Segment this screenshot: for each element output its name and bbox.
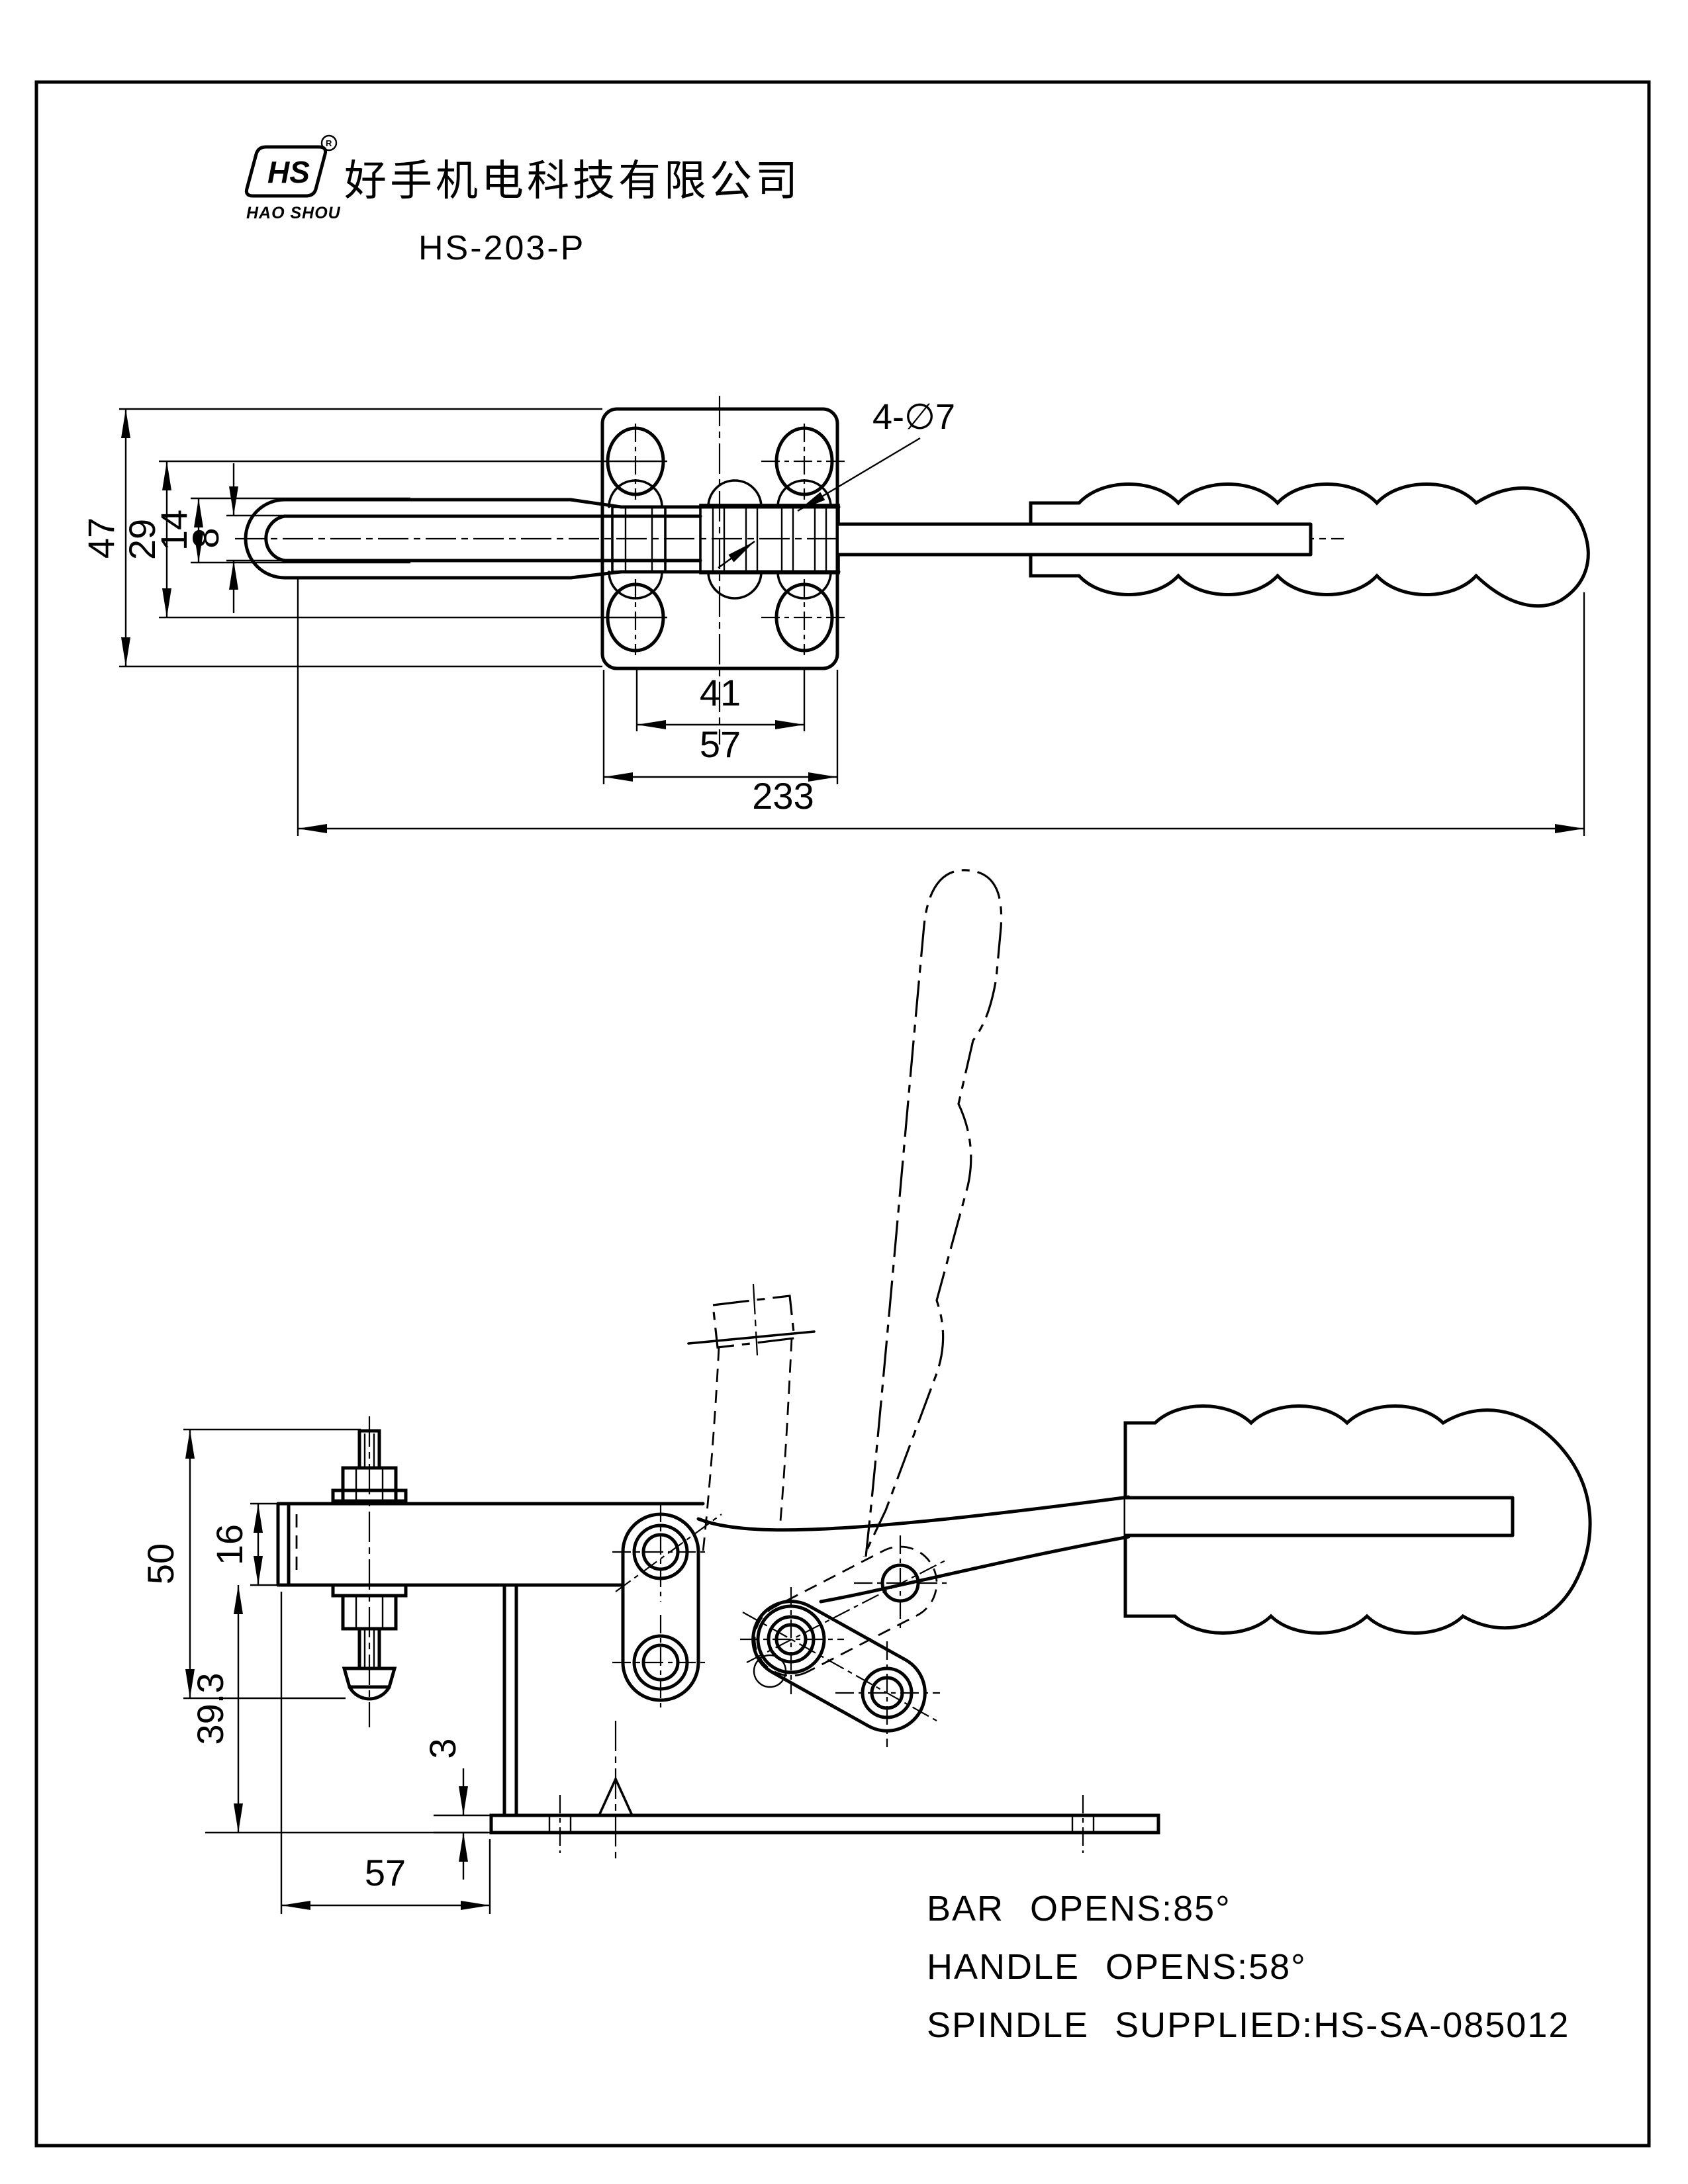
dim-39-3-label: 39.3 xyxy=(189,1673,231,1745)
handle-lever-top xyxy=(696,1495,1131,1532)
company-name: 好手机电科技有限公司 xyxy=(344,157,801,206)
handle-top-view xyxy=(837,482,1590,608)
spindle-washer-top xyxy=(331,1488,408,1503)
dim-8-label: 8 xyxy=(185,527,226,548)
registered-icon xyxy=(320,134,338,152)
base-thickness-dimension: 3 xyxy=(422,1738,491,1880)
dim-16-label: 16 xyxy=(209,1524,250,1565)
note-bar-opens: BAR OPENS:85° xyxy=(927,1889,1231,1929)
top-view-dimensions-left: 47 29 14 8 xyxy=(80,408,667,668)
clamp-bar-side-view xyxy=(276,1502,705,1587)
link-plate-hidden xyxy=(753,1545,938,1677)
dim-57-side-label: 57 xyxy=(365,1852,406,1893)
side-view-dimensions-left: 50 16 39.3 xyxy=(140,1428,488,1834)
base-bracket xyxy=(489,1583,1160,1863)
handle-grip-top-view xyxy=(1029,482,1590,608)
base-plate xyxy=(489,1813,1160,1835)
hole-callout-label: 4-∅7 xyxy=(872,397,955,437)
handle-lever-bottom xyxy=(819,1535,1131,1604)
logo-hs-text: HS xyxy=(267,155,310,189)
side-view: 50 16 39.3 3 57 xyxy=(140,869,1592,1914)
note-spindle-supplied: SPINDLE SUPPLIED:HS-SA-085012 xyxy=(927,2005,1570,2045)
top-view: 47 29 14 8 4-∅7 41 57 xyxy=(80,396,1590,836)
side-view-base-dimension: 57 xyxy=(280,1592,491,1914)
pivot-head xyxy=(612,1504,948,1747)
dim-3-label: 3 xyxy=(422,1738,463,1758)
dim-47-label: 47 xyxy=(80,518,122,559)
handle-rod xyxy=(837,522,1313,557)
spindle-open-phantom xyxy=(687,1283,816,1553)
link-plate-left xyxy=(621,1512,700,1702)
dim-57-label: 57 xyxy=(700,723,741,765)
sheet-border xyxy=(34,80,1651,2148)
notes: BAR OPENS:85° HANDLE OPENS:58° SPINDLE S… xyxy=(927,1889,1570,2045)
callout-leader xyxy=(797,437,921,512)
handle-grip-side-view xyxy=(1123,1404,1592,1635)
dim-14-label: 14 xyxy=(153,510,195,551)
dim-233-label: 233 xyxy=(752,775,814,817)
dim-41-label: 41 xyxy=(700,672,741,713)
company-logo: HS R HAO SHOU xyxy=(244,134,341,222)
logo-subtext: HAO SHOU xyxy=(246,204,341,222)
logo-frame xyxy=(244,145,328,198)
hole-callout: 4-∅7 xyxy=(718,397,955,569)
bar-hinge-rivets xyxy=(608,479,840,600)
clamp-bar-top-view xyxy=(244,498,841,580)
handle-open-phantom xyxy=(863,869,1003,1557)
model-number: HS-203-P xyxy=(418,229,585,267)
spindle-foot-dome xyxy=(348,1685,391,1701)
note-handle-opens: HANDLE OPENS:58° xyxy=(927,1947,1307,1987)
dim-29-label: 29 xyxy=(121,519,163,560)
top-view-dimensions-bottom: 41 57 233 xyxy=(297,578,1585,836)
handle-side-view xyxy=(696,1404,1592,1635)
dim-50-label: 50 xyxy=(140,1543,181,1584)
registered-mark: R xyxy=(326,138,332,148)
